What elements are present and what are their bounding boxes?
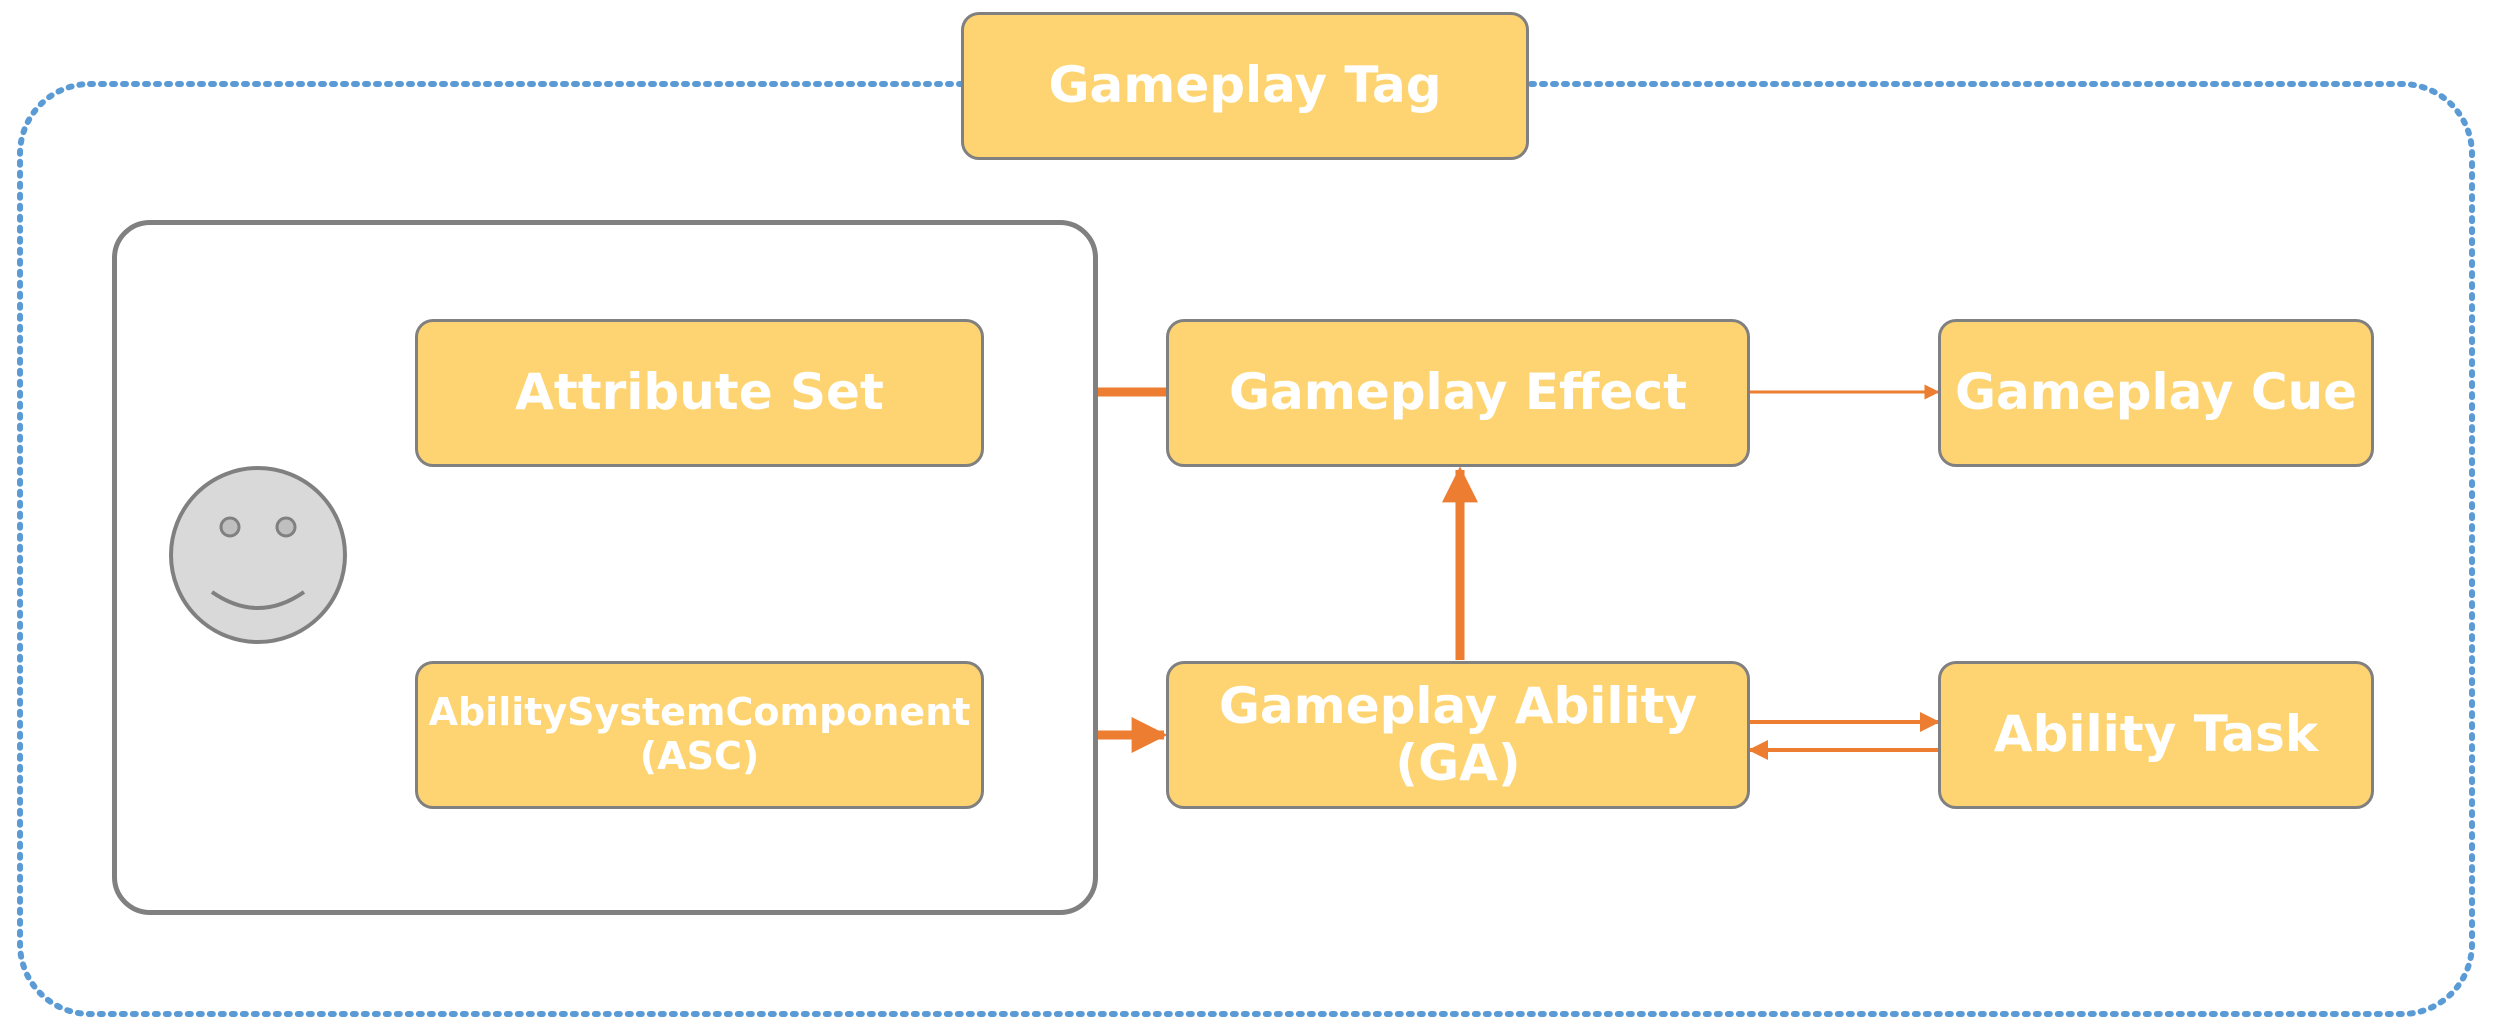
gameplay-tag-label: Gameplay Tag xyxy=(1048,56,1442,115)
ability-task-label: Ability Task xyxy=(1993,705,2319,764)
gameplay-tag-node: Gameplay Tag xyxy=(961,12,1529,160)
asc-label-line2: (ASC) xyxy=(639,734,760,778)
gameplay-ability-label: Gameplay Ability (GA) xyxy=(1218,676,1698,792)
gameplay-effect-node: Gameplay Effect xyxy=(1166,319,1750,467)
attribute-set-label: Attribute Set xyxy=(515,363,884,422)
asc-node: AbilitySystemComponent (ASC) xyxy=(415,661,984,809)
attribute-set-node: Attribute Set xyxy=(415,319,984,467)
gameplay-effect-label: Gameplay Effect xyxy=(1228,363,1688,422)
gameplay-cue-node: Gameplay Cue xyxy=(1938,319,2374,467)
gameplay-cue-label: Gameplay Cue xyxy=(1954,363,2358,422)
ability-task-node: Ability Task xyxy=(1938,661,2374,809)
asc-label-line1: AbilitySystemComponent xyxy=(428,690,971,735)
gameplay-ability-node: Gameplay Ability (GA) xyxy=(1166,661,1750,809)
